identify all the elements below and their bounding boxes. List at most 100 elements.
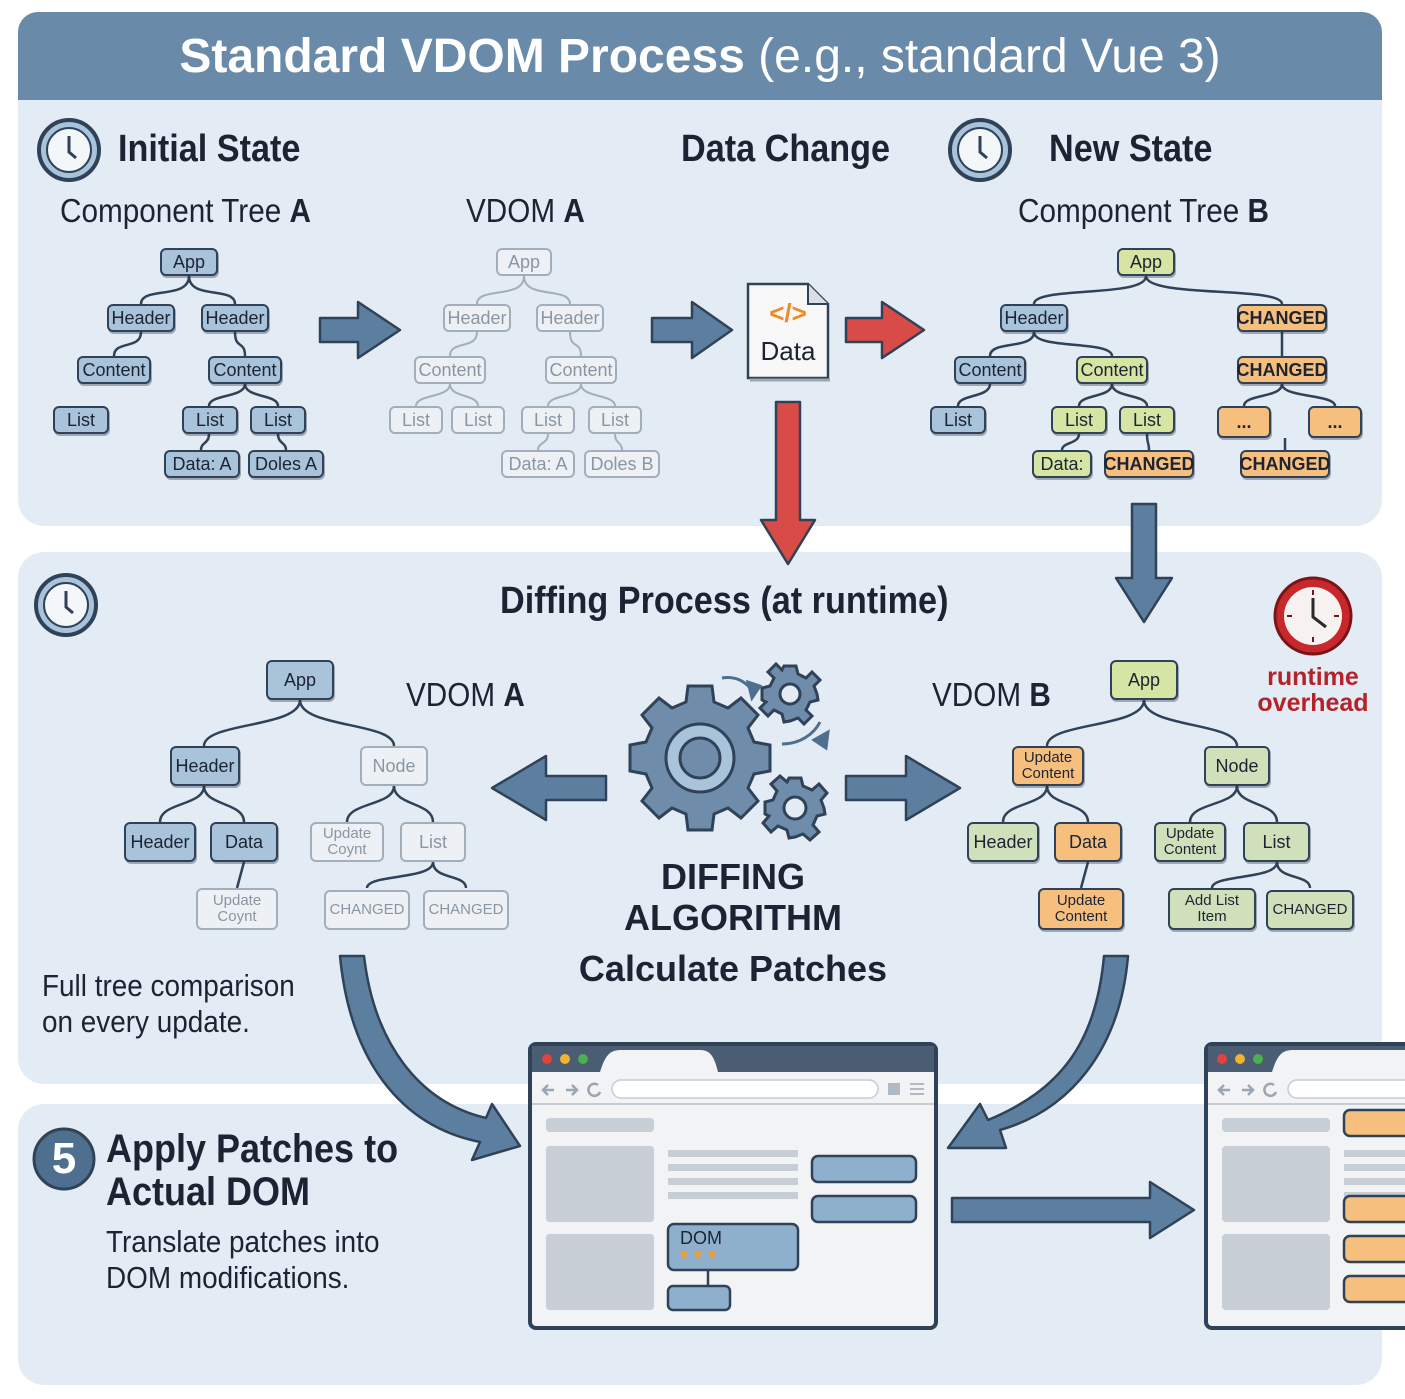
calculate-patches-label: Calculate Patches	[578, 948, 888, 989]
diff-b-changed: CHANGED	[1266, 890, 1354, 930]
tree-b-ellipsis: ...	[1217, 406, 1271, 438]
diff-b-update-content-text: Update Content	[1163, 825, 1217, 858]
tree-a-app: App	[160, 248, 218, 276]
diff-b-list: List	[1243, 822, 1310, 862]
diff-b-node: Node	[1204, 746, 1270, 786]
tree-b-connectors	[956, 275, 1337, 451]
diff-b-add-list-item-text: Add List Item	[1184, 892, 1240, 925]
apply-description: Translate patches into DOM modifications…	[106, 1224, 379, 1296]
diff-vdom-b-letter: B	[1029, 676, 1051, 713]
diff-b-app: App	[1110, 660, 1178, 700]
tree-a-data: Data: A	[164, 450, 240, 478]
vdom-a-heading: VDOM A	[466, 192, 585, 230]
full-tree-note: Full tree comparison on every update.	[42, 968, 295, 1040]
diff-b-update-content-text: Update Content	[1021, 749, 1075, 782]
tree-b-heading: Component Tree B	[1018, 192, 1269, 230]
diff-a-update-coynt: Update Coynt	[310, 822, 384, 862]
diff-a-update-coynt-text: Update Coynt	[322, 825, 372, 858]
diff-a-header2: Header	[124, 822, 196, 862]
clock-icon	[37, 118, 101, 182]
apply-title-line1: Apply Patches to	[106, 1127, 399, 1171]
tree-b-label: Component Tree	[1018, 192, 1240, 229]
tree-a-header: Header	[107, 304, 175, 332]
vdom-a-doles: Doles B	[584, 450, 660, 478]
browser-window-before	[528, 1042, 938, 1330]
title-bold: Standard VDOM Process	[179, 30, 745, 83]
tree-b-content: Content	[1076, 356, 1148, 384]
vdom-a-list: List	[451, 406, 505, 434]
diff-vdom-b-heading: VDOM B	[932, 676, 1051, 714]
tree-b-header: Header	[1000, 304, 1068, 332]
runtime-line1: runtime	[1267, 663, 1359, 691]
data-change-heading: Data Change	[681, 128, 891, 170]
vdom-a-label: VDOM	[466, 192, 556, 229]
vdom-a-content: Content	[414, 356, 486, 384]
vdom-a-header: Header	[443, 304, 511, 332]
tree-b-content: Content	[954, 356, 1026, 384]
tree-a-list: List	[182, 406, 238, 434]
diff-b-update-content: Update Content	[1038, 888, 1124, 930]
vdom-a-header: Header	[536, 304, 604, 332]
vdom-a-connectors	[415, 275, 623, 451]
diff-a-list: List	[400, 822, 466, 862]
algo-line2: ALGORITHM	[624, 897, 842, 938]
tree-b-list: List	[930, 406, 986, 434]
data-file-icon	[746, 282, 830, 382]
tree-a-heading: Component Tree A	[60, 192, 311, 230]
diff-a-node: Node	[360, 746, 428, 786]
diff-a-update-coynt: Update Coynt	[196, 888, 278, 930]
vdom-a-list: List	[521, 406, 575, 434]
diff-vdom-b-label: VDOM	[932, 676, 1022, 713]
alarm-clock-icon	[1273, 576, 1353, 656]
diff-b-update-content-text: Update Content	[1054, 892, 1108, 925]
diff-a-changed: CHANGED	[423, 890, 509, 930]
diff-b-update-content: Update Content	[1154, 822, 1226, 862]
apply-desc-line1: Translate patches into	[106, 1224, 380, 1259]
diff-a-app: App	[266, 660, 334, 700]
vdom-a-list: List	[389, 406, 443, 434]
diff-heading: Diffing Process (at runtime)	[500, 580, 949, 622]
tree-b-letter: B	[1247, 192, 1269, 229]
vdom-a-content: Content	[545, 356, 617, 384]
diff-a-header: Header	[170, 746, 240, 786]
apply-title-line2: Actual DOM	[106, 1170, 311, 1214]
flow-arrows	[318, 300, 1196, 1240]
tree-a-list: List	[53, 406, 109, 434]
step-number: 5	[51, 1134, 77, 1183]
apply-desc-line2: DOM modifications.	[106, 1260, 350, 1295]
tree-a-letter: A	[289, 192, 311, 229]
data-doc-code: </>	[769, 298, 807, 328]
tree-b-changed: CHANGED	[1237, 304, 1328, 332]
vdom-a-letter: A	[563, 192, 585, 229]
title-bar: Standard VDOM Process (e.g., standard Vu…	[18, 12, 1382, 100]
diff-vdom-a-letter: A	[503, 676, 525, 713]
diff-a-data: Data	[210, 822, 278, 862]
diff-a-changed: CHANGED	[324, 890, 410, 930]
diff-a-update-coynt-text: Update Coynt	[212, 892, 262, 925]
diff-vdom-b-connectors	[1001, 699, 1312, 889]
data-doc-label: Data	[760, 336, 816, 366]
runtime-overhead-label: runtime overhead	[1250, 664, 1376, 716]
rotate-arrows-icon	[721, 676, 830, 751]
diff-vdom-a-connectors	[158, 699, 468, 889]
tree-a-connectors	[112, 275, 288, 451]
initial-state-heading: Initial State	[118, 128, 301, 170]
tree-a-list: List	[250, 406, 306, 434]
tree-b-app: App	[1117, 248, 1175, 276]
apply-title: Apply Patches to Actual DOM	[106, 1128, 398, 1214]
diff-vdom-a-label: VDOM	[406, 676, 496, 713]
tree-a-content: Content	[208, 356, 282, 384]
new-state-heading: New State	[1049, 128, 1213, 170]
tree-b-list: List	[1051, 406, 1107, 434]
clock-icon	[948, 118, 1012, 182]
tree-a-content: Content	[77, 356, 151, 384]
tree-a-doles: Doles A	[248, 450, 324, 478]
diff-b-update-content: Update Content	[1012, 746, 1084, 786]
step-badge	[32, 1127, 96, 1191]
tree-b-data: Data:	[1032, 450, 1092, 478]
tree-b-changed: CHANGED	[1104, 450, 1195, 478]
runtime-line2: overhead	[1257, 689, 1369, 717]
gear-icon	[628, 661, 829, 842]
vdom-a-app: App	[496, 248, 552, 276]
